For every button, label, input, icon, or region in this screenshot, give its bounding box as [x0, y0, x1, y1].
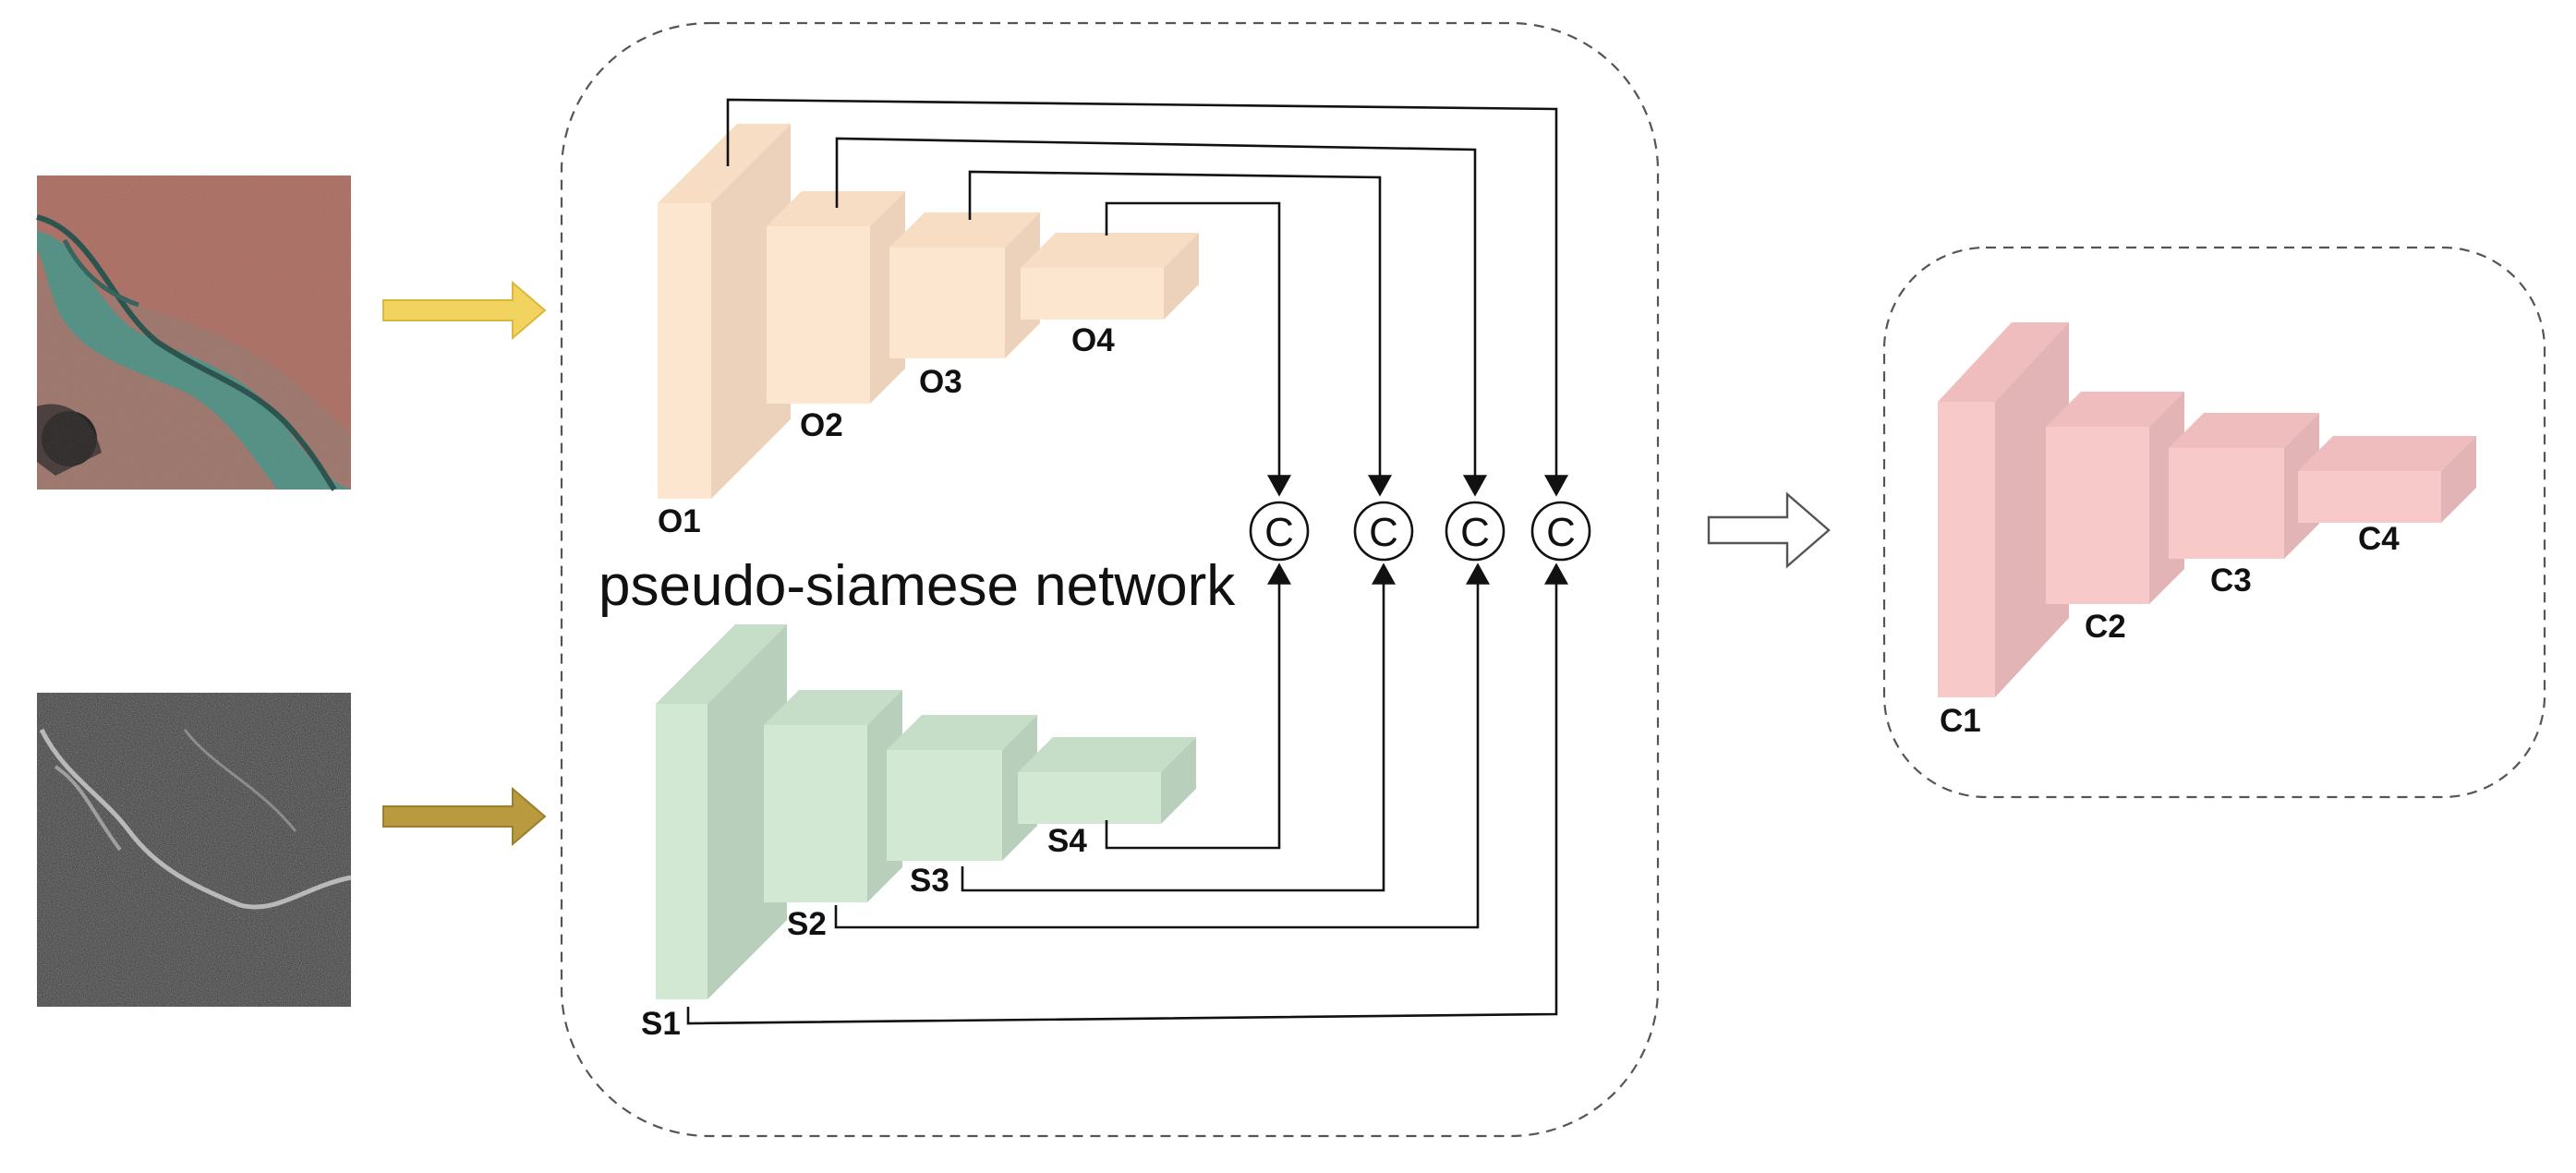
hollow-arrow-icon [1707, 491, 1831, 569]
concat-circle-icon: C [1445, 501, 1506, 562]
network-panel [560, 21, 1660, 1138]
output-stage-4-label: C4 [2358, 521, 2400, 557]
output-stage-3-label: C3 [2210, 562, 2252, 599]
sar-input-arrow [382, 786, 547, 847]
sar-branch: S1 S2 S3 S4 [641, 624, 1196, 1042]
concat-symbol: C [1546, 510, 1576, 555]
concat-circle-icon: C [1353, 501, 1414, 562]
sar-stage-2-label: S2 [787, 906, 827, 942]
output-stage-4-block [2298, 436, 2476, 523]
optical-stage-4-block [1021, 233, 1199, 320]
network-title: pseudo-siamese network [599, 554, 1236, 618]
concat-circle-icon: C [1249, 501, 1310, 562]
output-stage-2-label: C2 [2085, 609, 2126, 645]
sar-stage-4-label: S4 [1047, 823, 1087, 859]
optical-branch: O1 O2 O3 O4 [658, 124, 1199, 539]
concat-circle-icon: C [1530, 501, 1591, 562]
sar-stage-3-block [887, 715, 1037, 861]
optical-stage-2-block [767, 191, 905, 404]
optical-stage-1-block [658, 124, 791, 499]
sar-input-image [37, 693, 352, 1007]
sar-stage-4-block [1018, 737, 1196, 824]
optical-stage-3-block [889, 212, 1040, 358]
optical-input-arrow [382, 280, 547, 341]
sar-stage-1-label: S1 [641, 1006, 681, 1042]
optical-stage-4-label: O4 [1071, 322, 1115, 358]
output-stage-2-block [2046, 392, 2184, 604]
optical-input-image [36, 175, 351, 491]
concat-symbol: C [1264, 510, 1294, 555]
optical-stage-1-label: O1 [658, 503, 701, 539]
sar-connections [686, 562, 1568, 1025]
concat-symbol: C [1369, 510, 1398, 555]
sar-stage-2-block [764, 690, 902, 902]
sar-stage-1-block [656, 624, 787, 999]
output-panel [1882, 246, 2546, 799]
output-branch: C1 C2 C3 C4 [1938, 322, 2476, 739]
output-stage-1-block [1938, 322, 2069, 697]
output-stage-1-label: C1 [1940, 703, 1981, 739]
optical-stage-2-label: O2 [800, 407, 843, 443]
optical-connections [726, 98, 1568, 497]
output-stage-3-block [2169, 413, 2319, 559]
sar-stage-3-label: S3 [910, 863, 949, 899]
optical-stage-3-label: O3 [919, 364, 962, 400]
concat-symbol: C [1460, 510, 1490, 555]
